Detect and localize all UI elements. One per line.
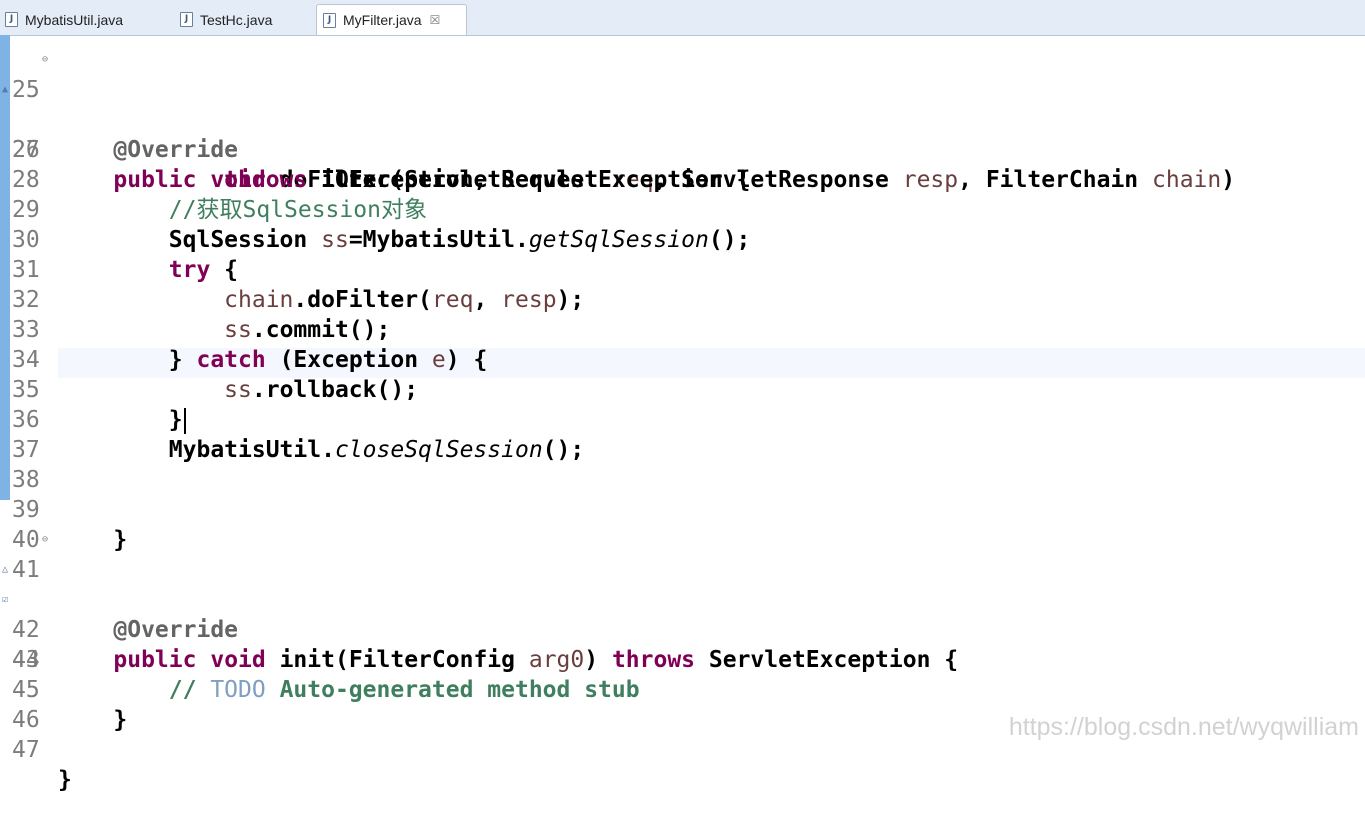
code-line: 25 ⊖ @Override [0,45,1365,163]
tab-testhc-java[interactable]: J TestHc.java [177,4,307,35]
code-line: 36 MybatisUtil.closeSqlSession(); [0,375,1365,463]
code-line: ☑ 43 // TODO Auto-generated method stub [0,585,1365,703]
code-line: 41 ⊖ @Override [0,525,1365,643]
text-cursor [183,407,186,434]
code-text: SqlSession ss=MybatisUtil.getSqlSession(… [168,227,751,253]
java-file-icon: J [5,12,18,27]
code-text: ss.rollback(); [224,377,419,403]
code-text: chain.doFilter(req, resp); [224,287,585,313]
code-line: 40 [0,495,1365,553]
code-text: } catch (Exception e) { [168,347,488,373]
tab-label: MyFilter.java [343,12,422,28]
line-number: 40 [12,527,40,553]
current-line-highlight [58,348,1365,378]
code-line: 38 [0,435,1365,493]
code-text: ss.commit(); [224,317,391,343]
line-number: 44 [12,647,40,673]
code-text: } [113,707,128,733]
line-number: 39 [12,497,40,523]
code-line: 27 throws IOException, ServletException … [0,105,1365,193]
line-number: 31 [12,257,40,283]
code-line: 45 } [0,645,1365,733]
code-line: ▲ 26 public void doFilter(ServletRequest… [0,75,1365,193]
line-number: 37 [12,437,40,463]
code-line: 28 //获取SqlSession对象 [0,135,1365,223]
java-file-icon: J [323,12,336,28]
line-number: 46 [12,707,40,733]
code-text: } [58,405,186,435]
code-line: 37 [0,405,1365,463]
task-marker-icon[interactable]: ☑ [2,594,9,605]
line-number: 34 [12,347,40,373]
line-number: 35 [12,377,40,403]
tab-label: MybatisUtil.java [25,11,124,28]
code-text: } [113,527,128,553]
code-line: 44 [0,615,1365,673]
line-number: 27 [12,137,40,163]
tab-mybatisutil-java[interactable]: J MybatisUtil.java [2,4,162,35]
code-text: public void init(FilterConfig arg0) thro… [113,647,959,673]
line-number: 29 [12,197,40,223]
line-number: 38 [12,467,40,493]
code-text: //获取SqlSession对象 [168,197,427,223]
java-file-icon: J [180,12,193,27]
line-number: 28 [12,167,40,193]
code-text: throws IOException, ServletException { [224,167,751,193]
watermark: https://blog.csdn.net/wyqwilliam [1008,713,1359,741]
code-text: MybatisUtil.closeSqlSession(); [168,437,585,463]
code-line: △ 42 public void init(FilterConfig arg0)… [0,555,1365,673]
line-number: 32 [12,287,40,313]
code-text: @Override [113,617,239,643]
code-line: 34 ss.rollback(); [0,315,1365,403]
code-line: 30 try { [0,195,1365,283]
line-number: 41 [12,557,40,583]
line-number: 47 [12,737,40,763]
fold-collapse-icon[interactable]: ⊖ [42,54,49,65]
change-ruler [0,35,10,500]
line-number: 36 [12,407,40,433]
editor-tab-bar: J MybatisUtil.java J TestHc.java J MyFil… [0,0,1365,36]
override-marker-icon[interactable]: ▲ [2,84,9,95]
code-text: @Override [113,137,239,163]
line-number: 43 [12,647,40,673]
code-line: 33 } catch (Exception e) { [0,285,1365,373]
implements-marker-icon[interactable]: △ [2,564,9,575]
tab-label: TestHc.java [200,11,273,28]
code-text: // TODO Auto-generated method stub [168,677,640,703]
line-number: 45 [12,677,40,703]
code-line: 31 chain.doFilter(req, resp); [0,225,1365,313]
code-line: 46 [0,675,1365,733]
code-line: 32 ss.commit(); [0,255,1365,343]
code-line: 35 } [0,345,1365,434]
code-text: } [58,767,72,793]
line-number: 26 [12,137,40,163]
code-editor[interactable]: 25 ⊖ @Override ▲ 26 public void doFilter… [0,35,1365,793]
code-text: public void doFilter(ServletRequest req,… [113,167,1236,193]
code-text: try { [168,257,239,283]
line-number: 42 [12,617,40,643]
line-number: 33 [12,317,40,343]
code-line: 39 } [0,465,1365,553]
fold-collapse-icon[interactable]: ⊖ [42,534,49,545]
tab-myfilter-java[interactable]: J MyFilter.java ☒ [316,4,467,35]
line-number: 25 [12,77,40,103]
close-tab-icon[interactable]: ☒ [429,13,441,27]
code-line: 29 SqlSession ss=MybatisUtil.getSqlSessi… [0,165,1365,253]
line-number: 30 [12,227,40,253]
